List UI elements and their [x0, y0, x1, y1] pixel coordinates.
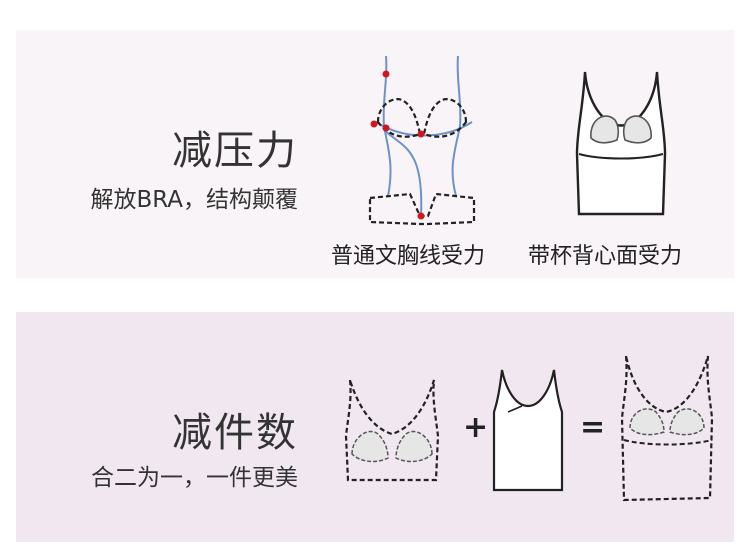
camisole-with-cups-icon — [575, 71, 667, 216]
camisole-icon — [492, 369, 564, 492]
bra-dashed-icon — [344, 379, 440, 482]
bra-force-diagram-icon — [368, 55, 476, 226]
surface-force-caption: 带杯背心面受力 — [528, 244, 683, 269]
line-force-caption: 普通文胸线受力 — [331, 244, 486, 269]
pieces-subtitle: 合二为一，一件更美 — [91, 465, 298, 491]
equals-sign: = — [580, 410, 606, 445]
camisole-with-bra-dashed-icon — [620, 355, 714, 502]
pressure-panel: 减压力 解放BRA，结构颠覆 普通文胸线受力 带杯背心面受力 — [16, 30, 734, 278]
plus-sign: + — [463, 410, 489, 445]
pieces-panel: 减件数 合二为一，一件更美 + = — [16, 312, 734, 542]
pressure-subtitle: 解放BRA，结构颠覆 — [90, 187, 298, 213]
pieces-title: 减件数 — [172, 410, 298, 456]
pressure-title: 减压力 — [172, 128, 298, 174]
